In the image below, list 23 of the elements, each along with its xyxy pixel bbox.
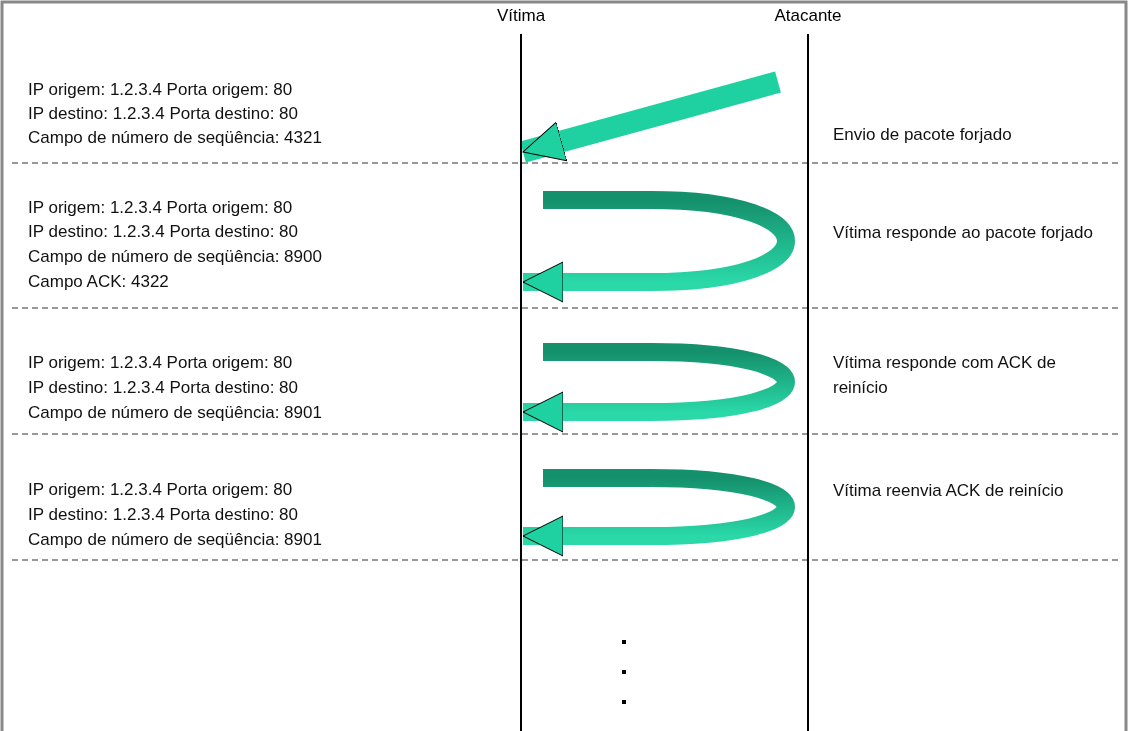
arrow bbox=[520, 71, 781, 163]
packet-field-text: Campo de número de seqüência: 8900 bbox=[28, 247, 322, 267]
step-description: Vítima responde com ACK de reinício bbox=[833, 352, 1057, 399]
participant-label: Atacante bbox=[773, 6, 843, 26]
arrow bbox=[522, 343, 795, 433]
arrow bbox=[522, 191, 795, 303]
packet-field-text: IP destino: 1.2.3.4 Porta destino: 80 bbox=[28, 378, 298, 398]
packet-field-text: IP origem: 1.2.3.4 Porta origem: 80 bbox=[28, 198, 293, 218]
packet-field-text: IP destino: 1.2.3.4 Porta destino: 80 bbox=[28, 104, 298, 124]
step-description: Envio de pacote forjado bbox=[833, 124, 1013, 146]
packet-field-text: IP origem: 1.2.3.4 Porta origem: 80 bbox=[28, 80, 293, 100]
packet-field-text: IP destino: 1.2.3.4 Porta destino: 80 bbox=[28, 222, 298, 242]
packet-field-text: IP origem: 1.2.3.4 Porta origem: 80 bbox=[28, 480, 293, 500]
packet-field-text: Campo de número de seqüência: 8901 bbox=[28, 530, 322, 550]
packet-field-text: IP origem: 1.2.3.4 Porta origem: 80 bbox=[28, 353, 293, 373]
packet-field-text: IP destino: 1.2.3.4 Porta destino: 80 bbox=[28, 505, 298, 525]
packet-field-text: Campo ACK: 4322 bbox=[28, 272, 169, 292]
step-description: Vítima responde ao pacote forjado bbox=[833, 222, 1094, 244]
arrow bbox=[522, 469, 795, 557]
packet-field-text: Campo de número de seqüência: 8901 bbox=[28, 403, 322, 423]
packet-field-text: Campo de número de seqüência: 4321 bbox=[28, 128, 322, 148]
participant-label: Vítima bbox=[495, 6, 547, 26]
step-description: Vítima reenvia ACK de reinício bbox=[833, 480, 1065, 502]
